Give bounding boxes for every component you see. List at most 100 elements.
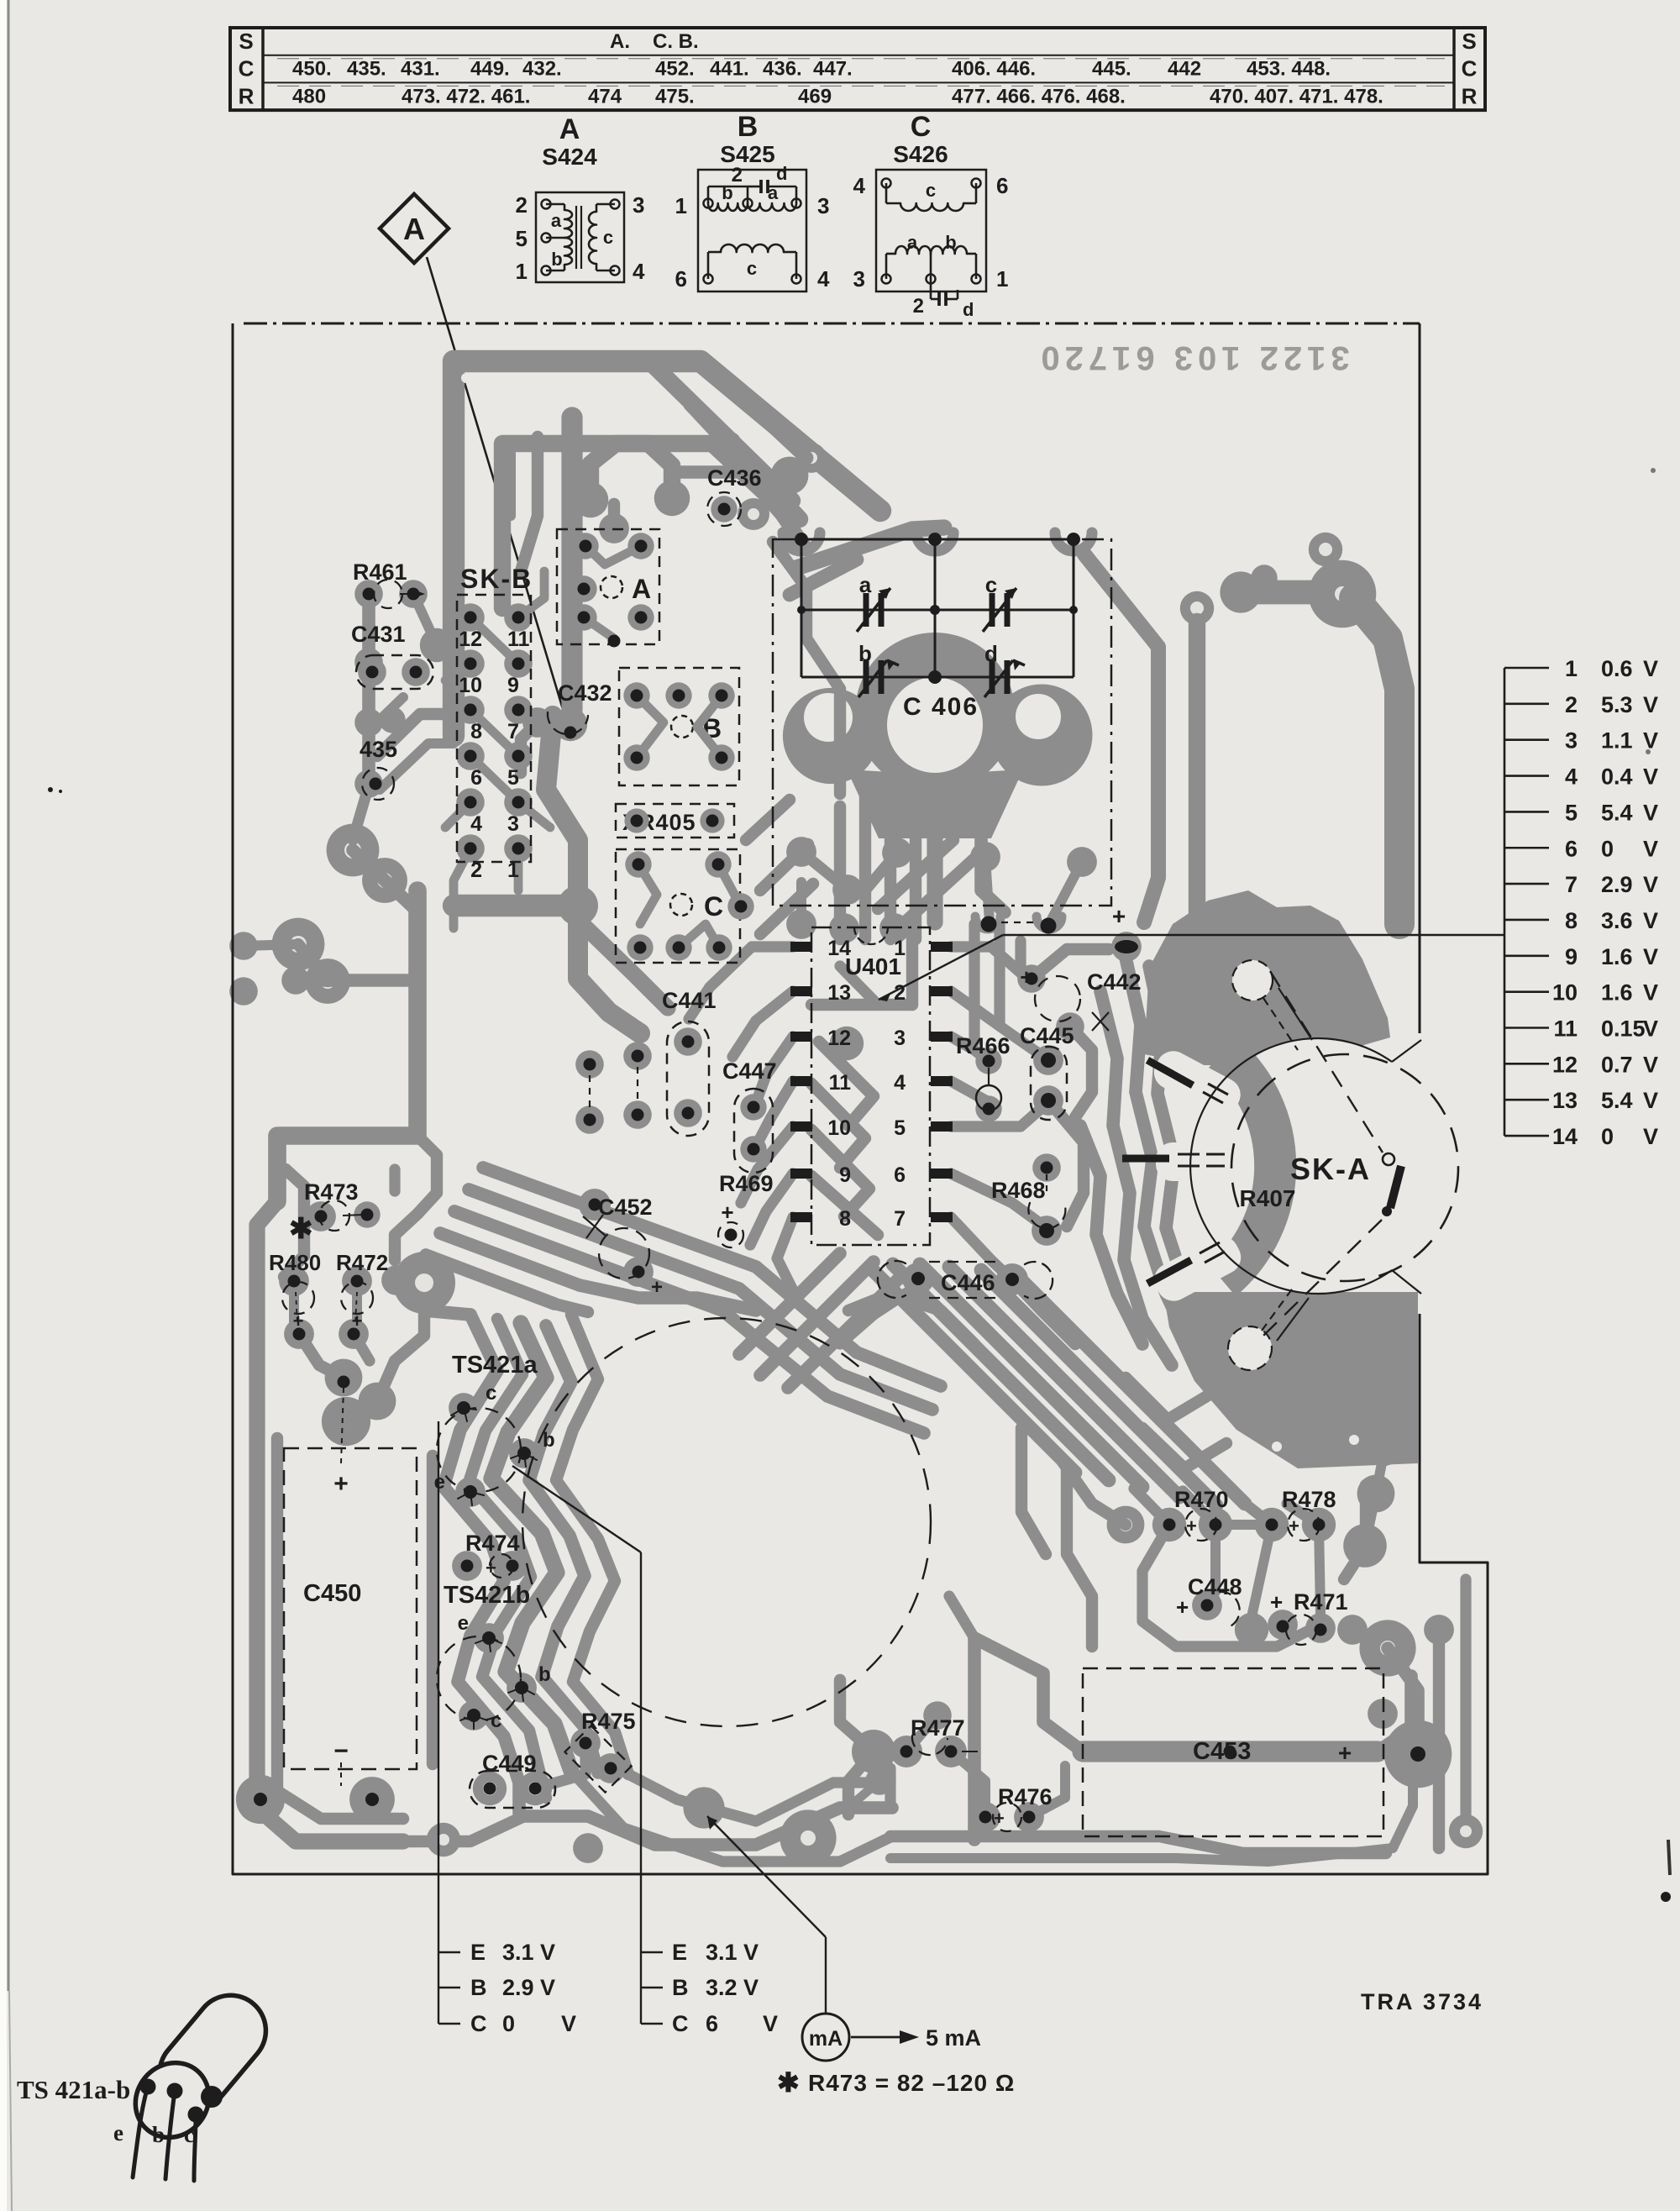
svg-text:9: 9 [839,1163,851,1187]
svg-text:1: 1 [507,859,519,882]
svg-text:V: V [1643,692,1658,717]
svg-text:+: + [1176,1594,1189,1620]
svg-text:R474: R474 [465,1531,520,1556]
svg-text:S425: S425 [720,141,774,167]
svg-text:3: 3 [853,266,865,291]
svg-text:−: − [333,1737,349,1765]
svg-text:5 mA: 5 mA [926,2025,981,2051]
svg-text:c: c [486,1382,496,1405]
svg-text:e: e [434,1471,445,1494]
svg-text:5.4: 5.4 [1601,800,1633,825]
svg-text:474: 474 [588,85,622,108]
svg-text:A: A [559,113,580,145]
svg-text:4: 4 [817,266,830,291]
svg-text:0.6: 0.6 [1601,656,1633,681]
svg-text:5.4: 5.4 [1601,1088,1633,1113]
svg-text:4: 4 [470,812,482,836]
svg-text:9: 9 [507,674,519,697]
svg-text:3.1 V: 3.1 V [502,1940,555,1965]
svg-text:3: 3 [633,192,644,218]
svg-text:10: 10 [1552,980,1578,1006]
svg-text:6: 6 [470,766,482,790]
svg-text:V: V [1643,764,1658,790]
svg-text:C442: C442 [1087,969,1142,995]
svg-text:c: c [985,572,997,597]
svg-text:5: 5 [507,766,519,790]
svg-text:V: V [1643,836,1658,861]
svg-text:3.2 V: 3.2 V [706,1975,759,2000]
svg-text:d: d [984,641,998,666]
svg-text:C441: C441 [662,988,717,1013]
svg-text:453. 448.: 453. 448. [1247,58,1331,81]
svg-text:a: a [551,210,562,231]
svg-text:3122 103 61720: 3122 103 61720 [1036,339,1349,376]
svg-text:TRA 3734: TRA 3734 [1361,1989,1483,2014]
svg-text:R471: R471 [1294,1589,1348,1615]
svg-text:+: + [352,1310,363,1331]
svg-text:R478: R478 [1282,1487,1336,1512]
svg-text:d: d [963,299,974,320]
svg-text:+: + [333,1470,349,1498]
svg-text:E: E [672,1940,687,1965]
svg-text:V: V [561,2011,576,2036]
svg-text:C436: C436 [707,465,762,491]
svg-text:3: 3 [817,193,829,218]
svg-text:C: C [672,2011,689,2036]
svg-text:8: 8 [1565,908,1578,933]
svg-text:2: 2 [470,859,482,882]
svg-text:3.6: 3.6 [1601,908,1633,933]
svg-text:473. 472. 461.: 473. 472. 461. [402,85,530,108]
svg-text:13: 13 [1552,1088,1578,1113]
svg-text:U401: U401 [845,953,901,979]
svg-text:477. 466. 476. 468.: 477. 466. 476. 468. [952,85,1126,108]
svg-text:C 406: C 406 [903,693,979,721]
svg-text:2: 2 [732,164,743,186]
svg-text:480: 480 [292,85,326,108]
svg-text:V: V [1643,728,1658,754]
svg-text:7: 7 [894,1207,906,1231]
svg-text:3: 3 [1565,728,1578,754]
svg-text:c: c [926,180,936,201]
svg-text:C449: C449 [482,1751,537,1776]
svg-text:441.: 441. [710,58,749,81]
svg-text:C: C [470,2011,487,2036]
svg-text:+: + [721,1200,733,1225]
svg-text:449.: 449. [470,58,510,81]
svg-text:A.: A. [610,30,630,53]
svg-text:R468: R468 [991,1178,1046,1203]
svg-text:10: 10 [459,674,482,697]
svg-text:7: 7 [1565,872,1578,897]
svg-text:6: 6 [1565,836,1578,861]
svg-text:C: C [911,111,932,143]
svg-text:4: 4 [894,1071,906,1095]
svg-text:b: b [543,1429,555,1452]
svg-text:S: S [239,29,253,54]
svg-text:c: c [603,227,613,248]
svg-text:12: 12 [827,1027,851,1050]
svg-text:11: 11 [829,1071,852,1095]
svg-text:469: 469 [798,85,832,108]
svg-text:b: b [858,641,872,666]
svg-text:V: V [1643,908,1658,933]
svg-text:C447: C447 [722,1058,777,1084]
svg-text:432.: 432. [522,58,562,81]
svg-text:0.4: 0.4 [1601,764,1633,790]
svg-text:V: V [1643,1088,1658,1113]
svg-text:1: 1 [996,266,1008,291]
svg-text:12: 12 [459,628,482,651]
svg-text:V: V [1643,980,1658,1006]
svg-text:R461: R461 [353,559,407,585]
svg-text:A: A [632,574,651,604]
svg-text:5: 5 [516,226,528,251]
svg-text:6: 6 [706,2011,718,2036]
svg-text:2: 2 [516,192,528,218]
svg-text:S426: S426 [893,141,948,167]
svg-text:a: a [907,232,918,253]
svg-text:C446: C446 [941,1270,995,1295]
svg-text:436.: 436. [763,58,802,81]
svg-text:10: 10 [827,1116,851,1140]
svg-text:b: b [152,2122,165,2147]
svg-text:V: V [1643,1016,1658,1042]
svg-text:b: b [722,182,732,203]
svg-text:8: 8 [839,1207,851,1231]
